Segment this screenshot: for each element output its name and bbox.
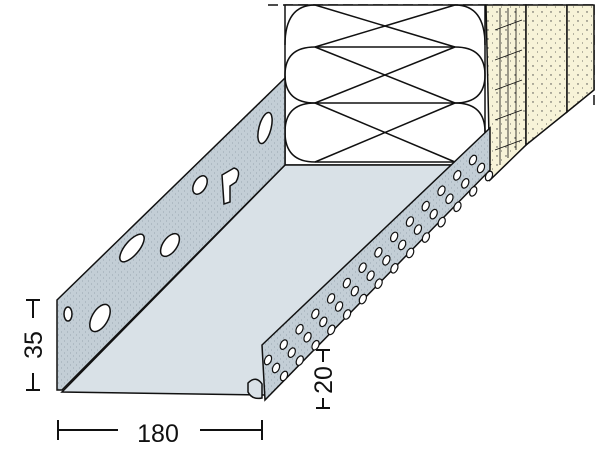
perforation-hole [453, 201, 462, 213]
dimension-height-left [26, 299, 40, 391]
dimension-label-35: 35 [20, 331, 48, 359]
perforation-hole [476, 162, 486, 174]
profile-front-flange-perforated [247, 126, 494, 402]
perforation-hole [263, 354, 273, 366]
perforation-hole [468, 154, 478, 166]
perforation-hole [342, 309, 352, 320]
perforation-hole [421, 200, 430, 212]
perforation-hole [421, 232, 431, 243]
reinforcement-mesh [494, 8, 523, 165]
perforation-hole [350, 285, 360, 297]
perforation-hole [319, 316, 328, 328]
perforation-hole [437, 216, 446, 228]
perforation-hole [382, 254, 391, 266]
perforation-hole [342, 277, 352, 289]
perforation-hole [311, 339, 320, 351]
perforation-hole [397, 239, 407, 251]
perforation-hole [279, 370, 289, 382]
perforation-hole [469, 186, 478, 197]
perforation-hole [405, 247, 415, 259]
profile-rear-flange [56, 76, 286, 391]
perforation-hole [303, 331, 312, 343]
perforation-hole [429, 208, 438, 220]
perforation-hole [437, 185, 446, 197]
perforation-hole [484, 170, 494, 182]
dimension-label-180: 180 [137, 420, 179, 448]
perforation-hole [445, 193, 454, 205]
perforation-hole [326, 293, 336, 304]
perforation-hole [374, 246, 383, 258]
perforation-hole [279, 339, 288, 350]
perforation-hole [366, 270, 375, 282]
dimension-height-front [316, 349, 330, 409]
perforation-hole [374, 278, 383, 290]
perforation-hole [413, 224, 423, 235]
render-layers [485, 4, 595, 182]
perforation-hole [461, 178, 470, 189]
insulation-board [284, 4, 486, 166]
perforation-hole [295, 323, 304, 335]
dimension-width-base [57, 420, 263, 440]
perforation-hole [271, 362, 281, 374]
perforation-hole [390, 262, 399, 274]
perforation-hole [311, 308, 320, 320]
perforation-hole [287, 347, 296, 358]
dimension-label-20: 20 [310, 366, 338, 394]
perforation-hole [453, 170, 462, 181]
perforation-hole [295, 355, 304, 366]
perforation-hole [358, 262, 367, 274]
perforation-hole [327, 324, 336, 336]
perforation-hole [358, 293, 368, 305]
perforation-hole [389, 231, 399, 243]
perforation-hole [334, 301, 344, 312]
perforation-hole [405, 216, 415, 227]
